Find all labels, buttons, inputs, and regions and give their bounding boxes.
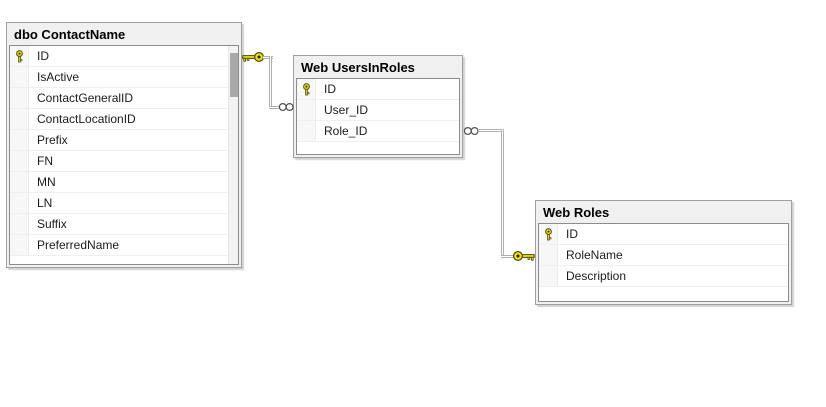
table-row[interactable]: ID [10,46,238,67]
key-cell-empty [10,109,29,129]
column-name: Prefix [37,132,68,147]
infinity-icon [463,126,479,136]
column-name: IsActive [37,69,80,84]
column-name: Role_ID [324,123,368,138]
column-name: ContactLocationID [37,111,136,126]
table-row[interactable]: Description [539,266,788,287]
table-row[interactable]: MN [10,172,238,193]
key-cell-empty [10,130,29,150]
table-row[interactable]: Suffix [10,214,238,235]
table-columns-panel: ID RoleName Description [538,223,789,302]
column-name: Description [566,268,627,283]
table-columns-panel: ID User_ID Role_ID [296,78,460,155]
primary-key-cell [539,224,558,244]
key-icon [242,51,265,63]
key-cell-empty [10,193,29,213]
table-row[interactable]: FN [10,151,238,172]
column-name: LN [37,195,53,210]
key-icon [512,250,535,262]
table-row[interactable]: Role_ID [297,121,459,142]
relationship-line-segment[interactable] [479,129,504,132]
relationship-line-segment[interactable] [501,255,514,258]
primary-key-cell [297,79,316,99]
column-name: ContactGeneralID [37,90,134,105]
column-name: MN [37,174,56,189]
relationship-line-segment[interactable] [269,56,272,106]
column-name: ID [324,81,336,96]
column-name: Suffix [37,216,67,231]
primary-key-cell [10,46,29,66]
scrollbar-thumb[interactable] [230,53,238,97]
key-icon [544,227,552,240]
key-cell-empty [539,245,558,265]
table-row[interactable]: LN [10,193,238,214]
table-row[interactable]: ID [539,224,788,245]
table-columns-panel: ID IsActive ContactGeneralID ContactLoca… [9,45,239,265]
column-name: FN [37,153,53,168]
column-name: ID [566,226,578,241]
table-row[interactable]: User_ID [297,100,459,121]
infinity-icon [278,102,294,112]
table-row[interactable]: Prefix [10,130,238,151]
key-cell-empty [10,214,29,234]
vertical-scrollbar[interactable] [228,46,238,264]
column-name: User_ID [324,102,369,117]
column-name: PreferredName [37,237,120,252]
key-cell-empty [10,172,29,192]
table-roles[interactable]: Web Roles ID RoleName Desc [535,200,792,305]
key-cell-empty [10,88,29,108]
table-row[interactable]: IsActive [10,67,238,88]
table-contactname[interactable]: dbo ContactName ID IsActive [6,22,242,268]
table-row[interactable]: PreferredName [10,235,238,256]
relationship-line-segment[interactable] [269,106,280,109]
key-icon [15,49,23,62]
table-title[interactable]: Web Roles [543,205,610,220]
relationship-line-segment[interactable] [501,129,504,255]
table-title[interactable]: Web UsersInRoles [301,60,415,75]
key-cell-empty [10,235,29,255]
table-row[interactable]: ID [297,79,459,100]
table-row[interactable]: ContactGeneralID [10,88,238,109]
column-name: ID [37,48,49,63]
key-cell-empty [10,67,29,87]
key-cell-empty [297,100,316,120]
table-row[interactable]: ContactLocationID [10,109,238,130]
key-cell-empty [539,266,558,286]
table-usersinroles[interactable]: Web UsersInRoles ID User_ID [293,55,463,158]
key-icon [302,82,310,95]
table-row[interactable]: RoleName [539,245,788,266]
key-cell-empty [297,121,316,141]
relationship-line-segment[interactable] [263,56,273,59]
table-title[interactable]: dbo ContactName [14,27,126,42]
column-name: RoleName [566,247,623,262]
key-cell-empty [10,151,29,171]
